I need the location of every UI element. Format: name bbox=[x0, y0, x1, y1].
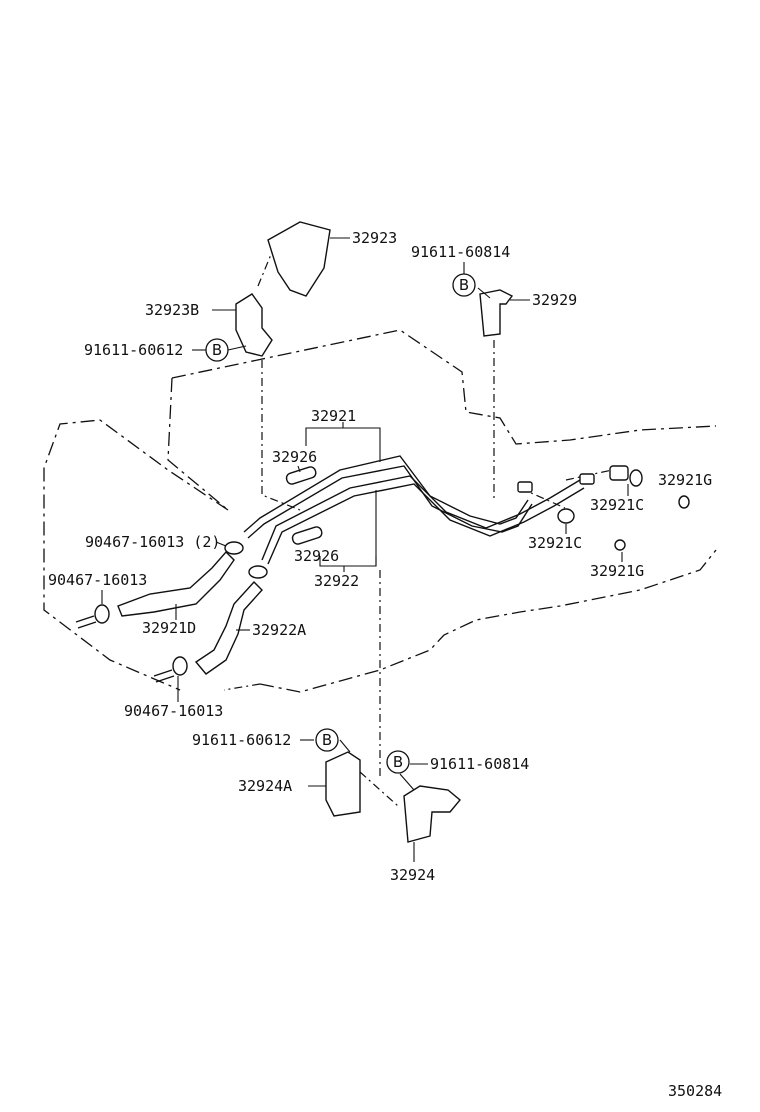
brackets bbox=[235, 221, 514, 843]
label-32924A: 32924A bbox=[238, 777, 292, 795]
unions bbox=[517, 465, 690, 551]
label-32922: 32922 bbox=[314, 572, 359, 590]
label-clamp-2: 90467-16013 (2) bbox=[85, 533, 220, 551]
bolt-markers: B B B B bbox=[205, 273, 476, 774]
label-32921G-top: 32921G bbox=[658, 471, 712, 489]
svg-text:B: B bbox=[212, 341, 222, 359]
clamps bbox=[75, 541, 268, 683]
label-32924: 32924 bbox=[390, 866, 435, 884]
svg-text:B: B bbox=[322, 731, 332, 749]
label-32926-top: 32926 bbox=[272, 448, 317, 466]
label-32921C-mid: 32921C bbox=[528, 534, 582, 552]
label-bolt-bottom-right: 91611-60814 bbox=[430, 755, 529, 773]
part-labels: 32923 32923B 91611-60612 91611-60814 329… bbox=[48, 229, 722, 1100]
label-32923: 32923 bbox=[352, 229, 397, 247]
label-32921G-bottom: 32921G bbox=[590, 562, 644, 580]
label-32921C-top: 32921C bbox=[590, 496, 644, 514]
svg-text:B: B bbox=[459, 276, 469, 294]
engine-outline bbox=[43, 329, 717, 693]
bolt-marker-bottom-right: B bbox=[386, 750, 410, 774]
label-32921D: 32921D bbox=[142, 619, 196, 637]
diagram-number: 350284 bbox=[668, 1082, 722, 1100]
label-32922A: 32922A bbox=[252, 621, 306, 639]
hoses bbox=[117, 550, 263, 675]
label-32926-bottom: 32926 bbox=[294, 547, 339, 565]
fuel-pipes bbox=[243, 455, 585, 565]
hose-pieces bbox=[285, 466, 323, 545]
label-clamp-left: 90467-16013 bbox=[48, 571, 147, 589]
bolt-marker-bottom-left: B bbox=[315, 728, 339, 752]
bolt-marker-top-right: B bbox=[452, 273, 476, 297]
label-32921: 32921 bbox=[311, 407, 356, 425]
svg-text:B: B bbox=[393, 753, 403, 771]
label-32923B: 32923B bbox=[145, 301, 199, 319]
label-32929: 32929 bbox=[532, 291, 577, 309]
label-bolt-top-right: 91611-60814 bbox=[411, 243, 510, 261]
label-clamp-bottom: 90467-16013 bbox=[124, 702, 223, 720]
label-bolt-top-left: 91611-60612 bbox=[84, 341, 183, 359]
bolt-marker-top-left: B bbox=[205, 338, 229, 362]
leaders bbox=[101, 237, 629, 862]
label-bolt-bottom-left: 91611-60612 bbox=[192, 731, 291, 749]
